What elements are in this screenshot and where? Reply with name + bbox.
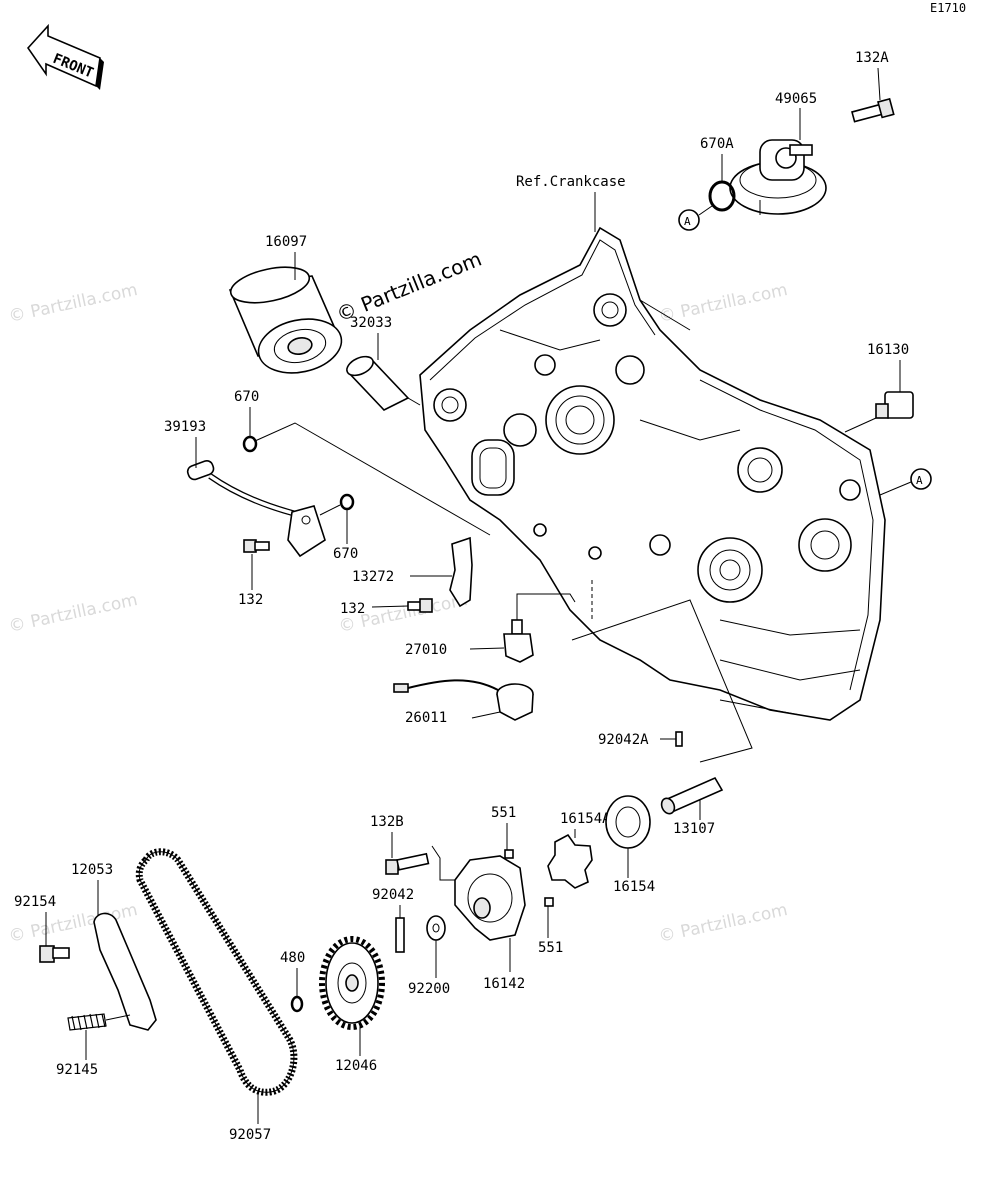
label-92042: 92042 [372, 887, 414, 903]
front-arrow-icon: FRONT [26, 23, 104, 90]
part-39193 [186, 459, 326, 558]
label-12046: 12046 [335, 1058, 377, 1074]
part-13272 [449, 536, 473, 608]
part-670A [708, 180, 736, 212]
label-32033: 32033 [350, 315, 392, 331]
label-27010: 27010 [405, 642, 447, 658]
part-16130 [875, 391, 914, 419]
part-12046 [319, 936, 385, 1030]
part-32033 [346, 355, 410, 411]
diagram-code: E1710 [930, 1, 966, 15]
part-92154 [39, 945, 70, 963]
label-16142: 16142 [483, 976, 525, 992]
label-16154: 16154 [613, 879, 655, 895]
label-670-lower: 670 [333, 546, 358, 562]
label-92145: 92145 [56, 1062, 98, 1078]
watermark: © Partzilla.com [7, 590, 139, 637]
part-92042 [395, 917, 405, 953]
part-27010 [503, 619, 534, 663]
part-92057 [135, 848, 298, 1096]
label-670-upper: 670 [234, 389, 259, 405]
label-13107: 13107 [673, 821, 715, 837]
part-132-mid [407, 598, 433, 613]
part-16142 [454, 855, 526, 941]
part-16154A [547, 833, 593, 889]
label-92057: 92057 [229, 1127, 271, 1143]
label-480: 480 [280, 950, 305, 966]
part-132A [851, 97, 895, 123]
callout-a-top: A [678, 205, 713, 231]
part-670-upper [242, 435, 258, 453]
label-92154: 92154 [14, 894, 56, 910]
part-551-upper [504, 849, 514, 859]
label-92200: 92200 [408, 981, 450, 997]
crankcase [419, 226, 886, 721]
label-551-upper: 551 [491, 805, 516, 821]
part-670-lower [339, 493, 355, 511]
callout-a-right: A [879, 468, 932, 496]
label-49065: 49065 [775, 91, 817, 107]
label-16097: 16097 [265, 234, 307, 250]
label-132A: 132A [855, 50, 889, 66]
label-39193: 39193 [164, 419, 206, 435]
label-13272: 13272 [352, 569, 394, 585]
label-12053: 12053 [71, 862, 113, 878]
label-16130: 16130 [867, 342, 909, 358]
part-13107 [660, 776, 724, 815]
part-12053 [93, 912, 157, 1031]
part-92200 [426, 915, 446, 941]
part-26011 [393, 679, 534, 721]
part-551-lower [544, 897, 554, 907]
label-16154A: 16154A [560, 811, 611, 827]
label-551-lower: 551 [538, 940, 563, 956]
label-132B: 132B [370, 814, 404, 830]
label-132-left: 132 [238, 592, 263, 608]
svg-text:A: A [916, 474, 923, 487]
part-92042A [675, 731, 683, 747]
svg-text:A: A [684, 215, 691, 228]
ref-crankcase-label: Ref.Crankcase [516, 174, 626, 190]
label-132-mid: 132 [340, 601, 365, 617]
label-670A: 670A [700, 136, 734, 152]
part-16154 [605, 795, 651, 849]
label-92042A: 92042A [598, 732, 649, 748]
part-480 [290, 995, 304, 1013]
part-16097 [228, 266, 343, 374]
part-132B [385, 852, 430, 875]
part-49065 [729, 139, 827, 215]
watermark: © Partzilla.com [657, 900, 789, 947]
part-132-left [243, 539, 270, 553]
watermark: © Partzilla.com [657, 280, 789, 327]
label-26011: 26011 [405, 710, 447, 726]
watermark: © Partzilla.com [7, 280, 139, 327]
